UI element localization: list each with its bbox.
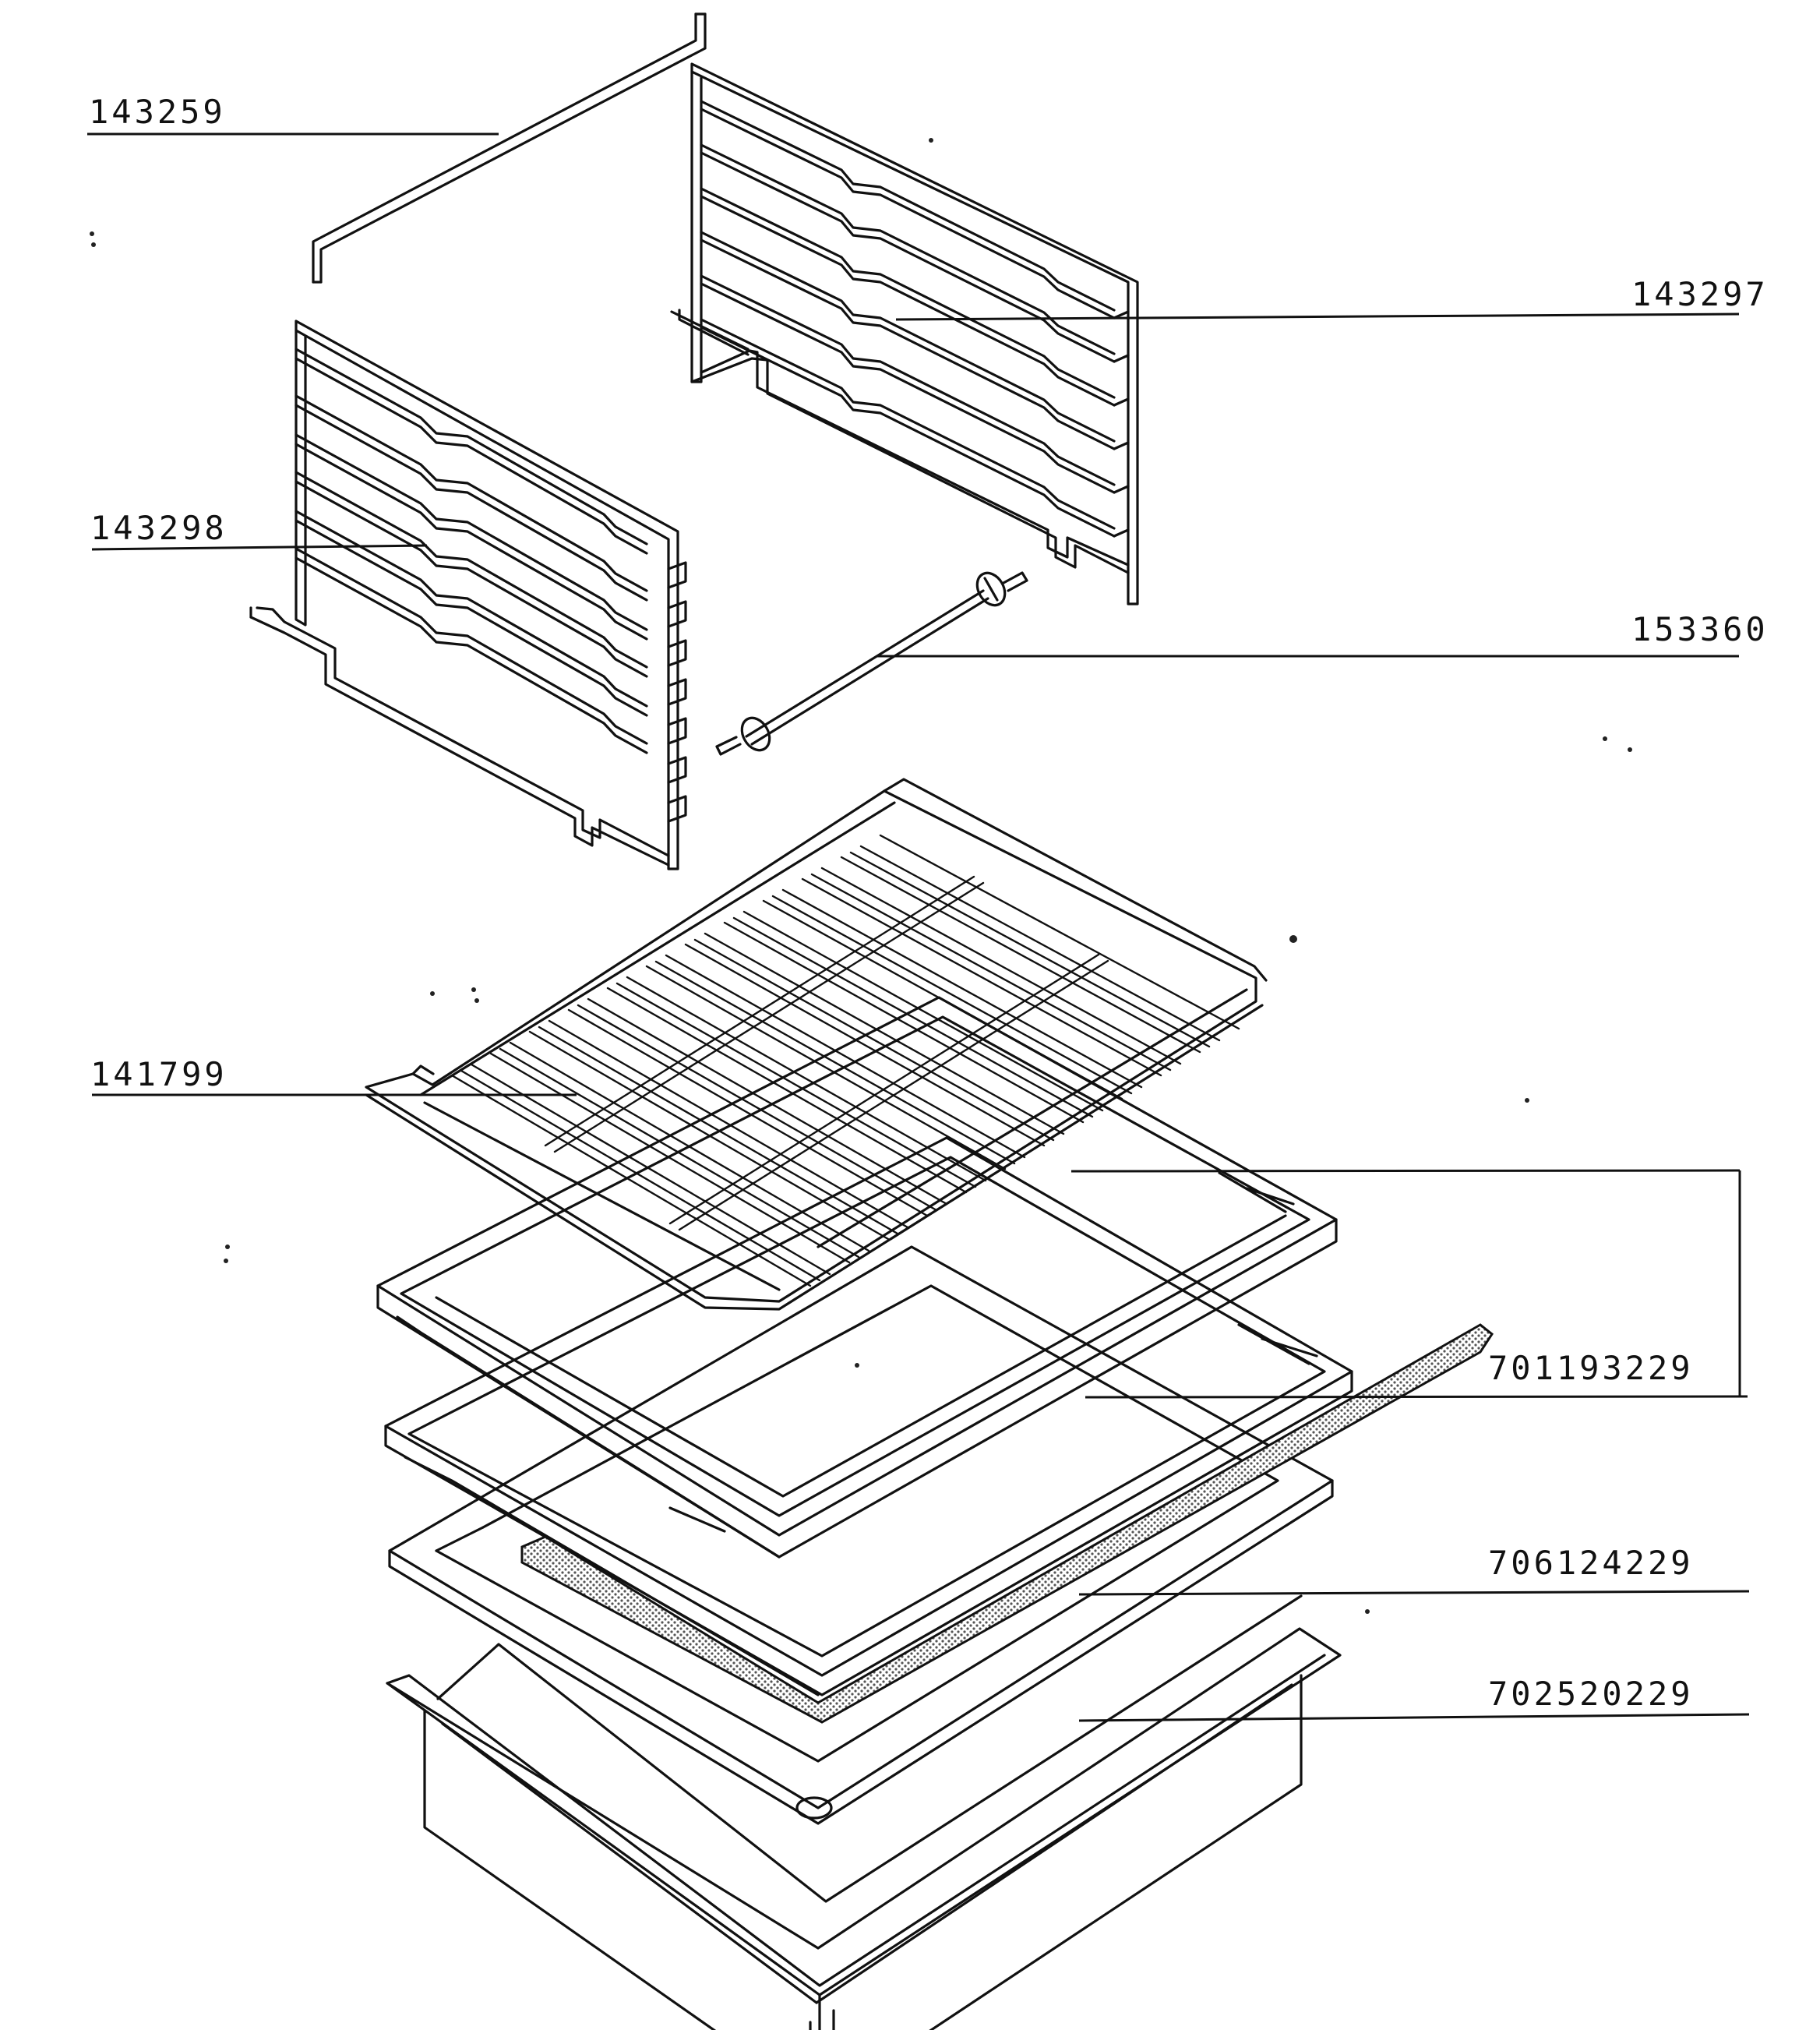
flat-baking-sheet xyxy=(388,1245,1334,1825)
label-143259: 143259 xyxy=(89,93,226,131)
rod-with-knobs xyxy=(715,571,1028,756)
label-143297: 143297 xyxy=(1631,275,1769,313)
right-shelf-rack xyxy=(670,62,1139,605)
leader-143298 xyxy=(91,544,428,551)
label-153360: 153360 xyxy=(1631,610,1769,648)
label-141799: 141799 xyxy=(90,1055,227,1093)
wire-oven-shelf xyxy=(365,778,1268,1311)
scan-specks xyxy=(90,138,1632,1614)
leader-702520229 xyxy=(1078,1713,1750,1722)
label-706124229: 706124229 xyxy=(1488,1544,1694,1582)
label-702520229: 702520229 xyxy=(1488,1675,1694,1713)
label-143298: 143298 xyxy=(90,509,227,547)
top-wire-bracket xyxy=(312,12,707,284)
framed-tray-lower xyxy=(384,1136,1494,1724)
leader-701193229-a xyxy=(1070,1169,1741,1173)
leader-lines xyxy=(87,132,1750,1722)
part-labels: 143259 143297 143298 153360 141799 70119… xyxy=(89,93,1769,1713)
label-701193229: 701193229 xyxy=(1488,1349,1694,1387)
left-shelf-rack xyxy=(249,320,687,870)
leader-143297 xyxy=(895,312,1740,321)
leader-706124229 xyxy=(1078,1590,1750,1596)
deep-baking-pan xyxy=(386,1594,1342,2030)
leader-701193229-b xyxy=(1085,1395,1748,1399)
